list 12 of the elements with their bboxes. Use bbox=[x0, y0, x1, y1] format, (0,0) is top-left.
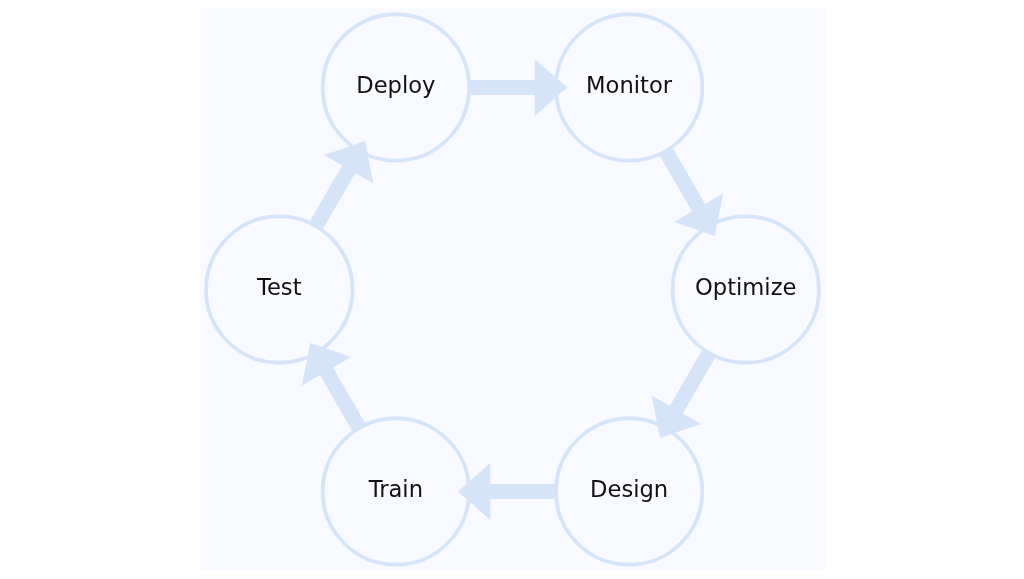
node-circle: Monitor bbox=[553, 12, 704, 163]
arrow bbox=[309, 141, 373, 230]
node-circle: Optimize bbox=[670, 214, 821, 365]
node-circle: Test bbox=[203, 214, 354, 365]
arrow bbox=[457, 463, 555, 521]
arrow bbox=[301, 343, 365, 432]
node-circle: Design bbox=[553, 416, 704, 567]
arrow bbox=[469, 59, 567, 117]
node-circle: Train bbox=[320, 416, 471, 567]
node-circle: Deploy bbox=[320, 12, 471, 163]
arrow bbox=[651, 349, 715, 438]
arrow bbox=[659, 147, 723, 236]
